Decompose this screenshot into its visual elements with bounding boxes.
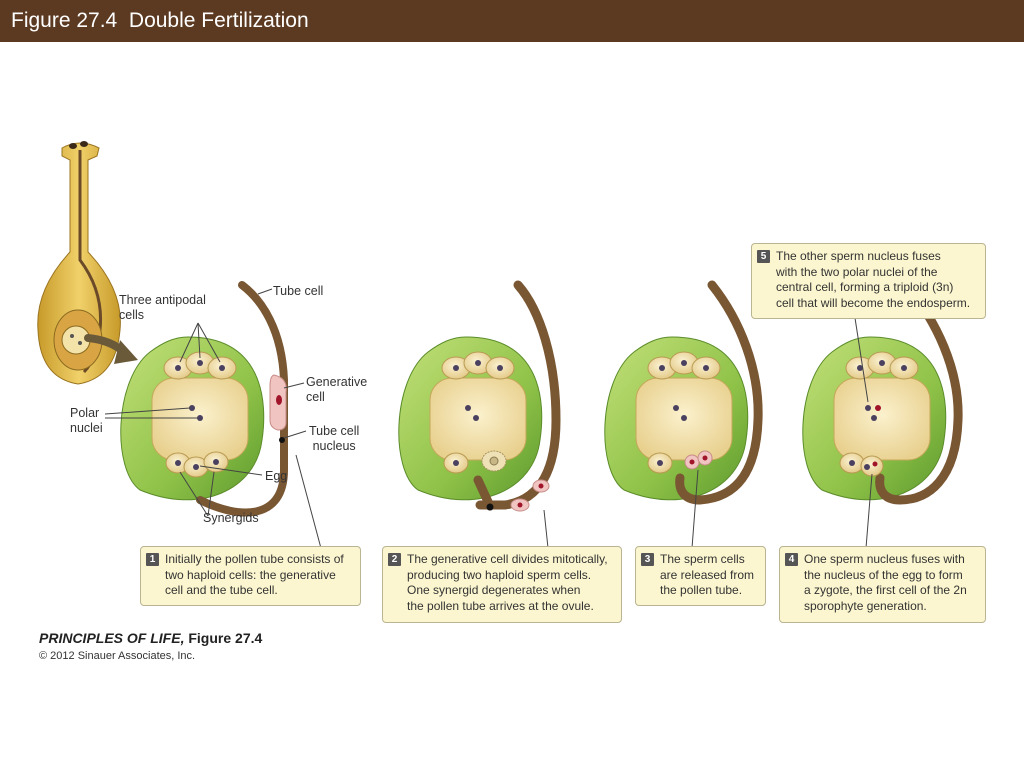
credit-figure: PRINCIPLES OF LIFE, Figure 27.4 bbox=[39, 630, 262, 646]
label-polar-nuclei: Polar nuclei bbox=[70, 406, 103, 436]
step-2-caption: 2 The generative cell divides mitoticall… bbox=[382, 546, 622, 623]
label-tube-cell: Tube cell bbox=[273, 284, 324, 298]
step-2-line-1: The generative cell divides mitotically, bbox=[407, 552, 608, 566]
label-synergids: Synergids bbox=[203, 511, 259, 525]
stage-1-ovule bbox=[104, 281, 323, 553]
step-2-line-4: the pollen tube arrives at the ovule. bbox=[407, 598, 594, 613]
step-5-line-4: cell that will become the endosperm. bbox=[776, 295, 971, 310]
step-4-caption: 4 One sperm nucleus fuses with the nucle… bbox=[779, 546, 986, 623]
label-tube-cell-nucleus: Tube cell nucleus bbox=[309, 424, 359, 454]
step-4-line-2: the nucleus of the egg to form bbox=[804, 567, 963, 582]
step-1-caption: 1 Initially the pollen tube consists of … bbox=[140, 546, 361, 606]
step-3-line-1: The sperm cells bbox=[660, 552, 745, 566]
pistil bbox=[37, 141, 138, 385]
slide-title: Figure 27.4 Double Fertilization bbox=[11, 9, 309, 32]
credit-figure-number: Figure 27.4 bbox=[184, 630, 263, 646]
step-3-line-3: the pollen tube. bbox=[660, 583, 743, 597]
stage-3-ovule bbox=[604, 280, 763, 549]
step-2-line-3: One synergid degenerates when bbox=[407, 583, 581, 597]
label-antipodal-line-1: Three antipodal bbox=[119, 293, 206, 307]
label-tube-nucleus-line-1: Tube cell bbox=[309, 424, 360, 438]
step-1-badge: 1 bbox=[146, 553, 159, 566]
step-5-badge: 5 bbox=[757, 250, 770, 263]
label-antipodal-line-2: cells bbox=[119, 308, 145, 322]
step-5-caption: 5 The other sperm nucleus fuses with the… bbox=[751, 243, 986, 319]
step-3-caption: 3 The sperm cells are released from the … bbox=[635, 546, 766, 606]
stage-2-ovule bbox=[398, 280, 561, 549]
step-4-line-3: a zygote, the first cell of the 2n bbox=[804, 583, 967, 597]
step-5-line-2: with the two polar nuclei of the bbox=[776, 264, 938, 279]
label-egg: Egg bbox=[265, 469, 288, 483]
step-5-line-3: central cell, forming a triploid (3n) bbox=[776, 280, 954, 294]
credit-book-title: PRINCIPLES OF LIFE, bbox=[39, 630, 185, 646]
label-polar-line-1: Polar bbox=[70, 406, 100, 420]
step-4-line-1: One sperm nucleus fuses with bbox=[804, 552, 965, 566]
step-3-badge: 3 bbox=[641, 553, 654, 566]
step-3-line-2: are released from bbox=[660, 567, 755, 582]
credit-copyright: © 2012 Sinauer Associates, Inc. bbox=[39, 650, 196, 662]
stage-4-ovule bbox=[802, 280, 963, 549]
label-generative-cell: Generative cell bbox=[306, 375, 367, 405]
step-4-badge: 4 bbox=[785, 553, 798, 566]
label-generative-line-2: cell bbox=[306, 390, 325, 404]
step-5-line-1: The other sperm nucleus fuses bbox=[776, 249, 941, 263]
label-polar-line-2: nuclei bbox=[70, 421, 103, 435]
title-bar: Figure 27.4 Double Fertilization bbox=[0, 0, 1024, 42]
step-1-line-1: Initially the pollen tube consists of bbox=[165, 552, 344, 566]
label-antipodal-cells: Three antipodal cells bbox=[119, 293, 206, 323]
step-4-line-4: sporophyte generation. bbox=[804, 598, 927, 613]
label-tube-nucleus-line-2: nucleus bbox=[312, 439, 356, 453]
step-2-line-2: producing two haploid sperm cells. bbox=[407, 567, 592, 582]
label-generative-line-1: Generative bbox=[306, 375, 368, 389]
step-2-badge: 2 bbox=[388, 553, 401, 566]
step-1-line-3: cell and the tube cell. bbox=[165, 583, 278, 597]
step-1-line-2: two haploid cells: the generative bbox=[165, 567, 336, 582]
